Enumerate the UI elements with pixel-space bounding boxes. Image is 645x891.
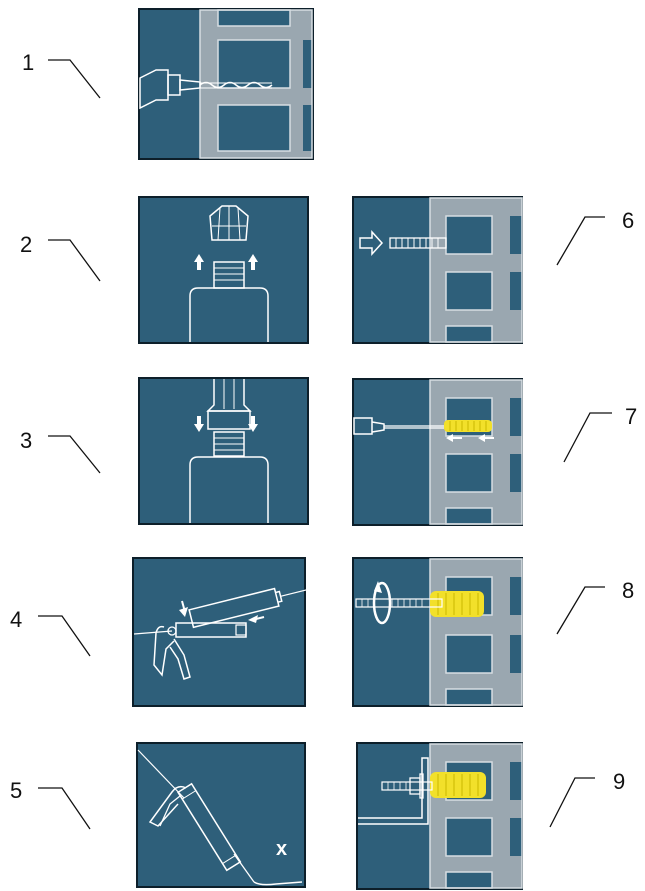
step-number-8: 8 — [622, 578, 635, 603]
discard-mark: x — [276, 838, 287, 860]
step-number-9: 9 — [613, 769, 626, 794]
leader-line-1 — [48, 59, 101, 99]
step-number-3: 3 — [20, 428, 33, 453]
leader-line-4 — [38, 615, 91, 657]
step-number-2: 2 — [20, 232, 33, 257]
leader-line-9 — [549, 777, 595, 828]
insert-threaded-rod-icon — [352, 557, 523, 707]
mount-fixture-icon — [356, 742, 523, 890]
leader-line-3 — [48, 435, 101, 474]
step-9-panel — [356, 742, 523, 890]
leader-line-5 — [38, 787, 91, 830]
step-3-panel — [138, 377, 309, 525]
remove-cartridge-cap-icon — [138, 196, 309, 344]
drill-bit-into-brick-icon — [138, 8, 314, 160]
insert-sleeve-into-hole-icon — [352, 196, 523, 344]
step-number-1: 1 — [22, 50, 35, 75]
discard-first-extrusion-icon: x — [136, 742, 306, 888]
leader-line-2 — [48, 239, 101, 282]
inject-resin-into-sleeve-icon — [352, 378, 523, 526]
step-6-panel — [352, 196, 523, 344]
step-4-panel — [132, 557, 306, 707]
step-1-panel — [138, 8, 314, 160]
step-5-panel: x — [136, 742, 306, 888]
step-number-5: 5 — [10, 778, 23, 803]
attach-mixer-nozzle-icon — [138, 377, 309, 525]
leader-line-8 — [556, 586, 605, 635]
load-cartridge-into-gun-icon — [132, 557, 306, 707]
step-number-6: 6 — [622, 208, 635, 233]
leader-line-6 — [556, 216, 605, 266]
step-2-panel — [138, 196, 309, 344]
leader-line-7 — [563, 412, 612, 463]
step-7-panel — [352, 378, 523, 526]
step-number-7: 7 — [625, 404, 638, 429]
step-8-panel — [352, 557, 523, 707]
step-number-4: 4 — [10, 607, 23, 632]
